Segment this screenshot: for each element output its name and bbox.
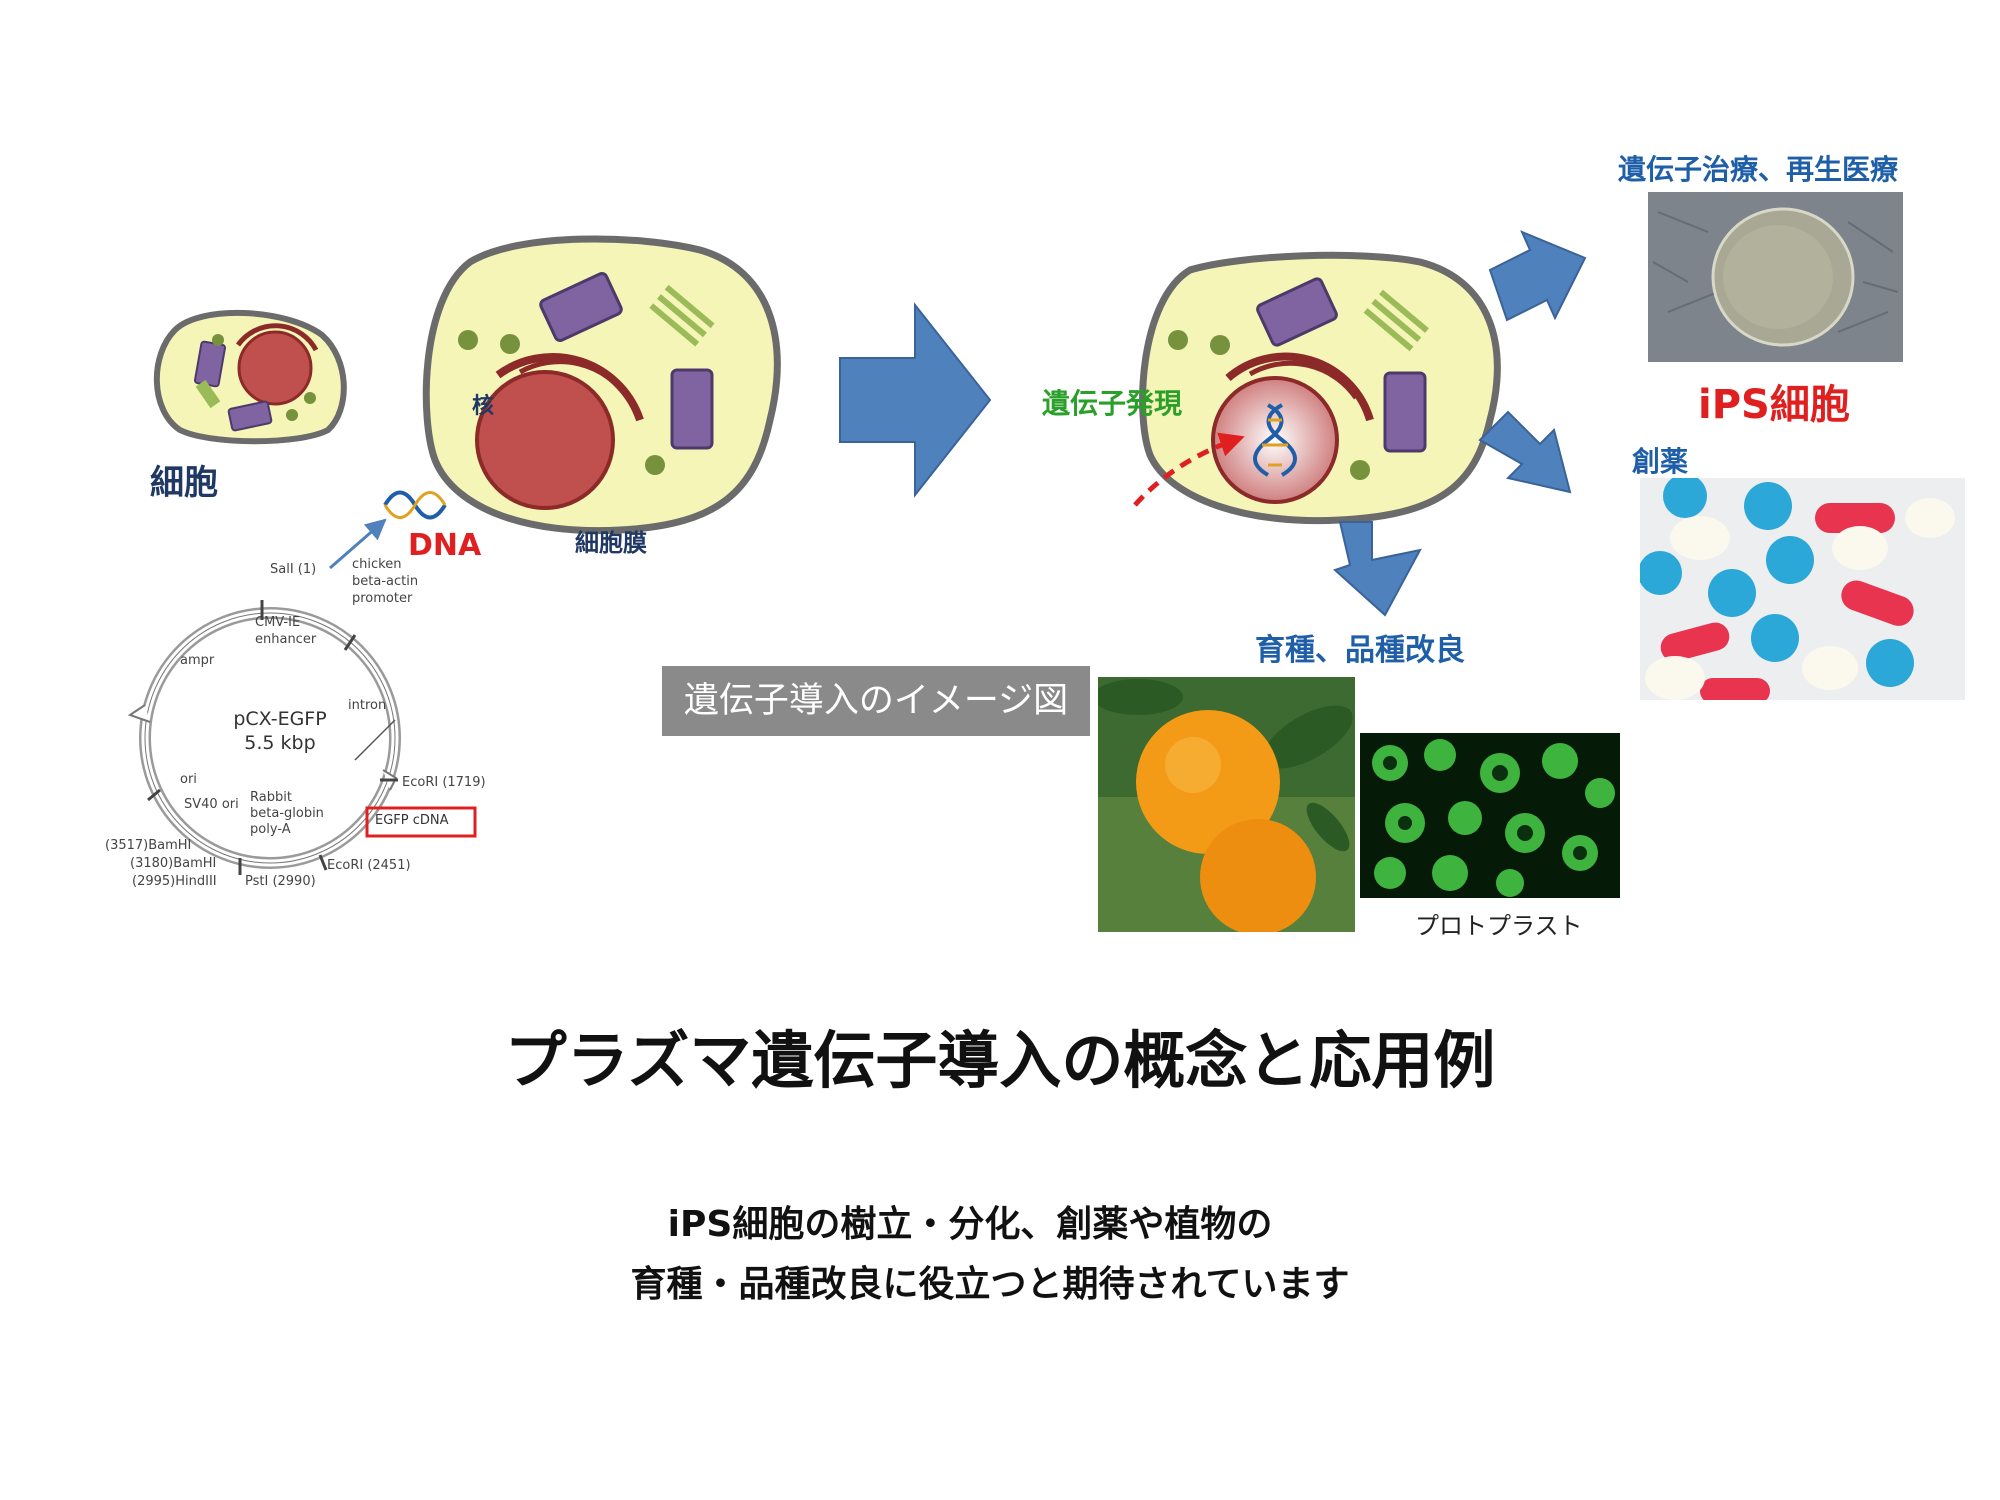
site-ecori-2: EcoRI (2451) <box>327 858 411 873</box>
site-egfp: EGFP cDNA <box>375 813 449 828</box>
dna-helix-icon <box>329 490 447 570</box>
site-polya: poly-A <box>250 822 291 837</box>
site-beta-actin: beta-actin <box>352 574 419 589</box>
image-caption: 遺伝子導入のイメージ図 <box>662 666 1090 736</box>
site-chicken: chicken <box>352 557 402 572</box>
site-bamhi-2: (3180)BamHI <box>130 856 217 871</box>
label-membrane: 細胞膜 <box>575 529 647 557</box>
main-title: プラズマ遺伝子導入の概念と応用例 <box>504 1024 1496 1097</box>
orange-fruit-photo <box>1098 677 1355 932</box>
plasmid-map <box>127 600 477 875</box>
label-cell: 細胞 <box>150 463 218 503</box>
small-cell <box>153 309 347 445</box>
site-sv40: SV40 ori <box>184 797 239 812</box>
site-rabbit: Rabbit <box>250 790 292 805</box>
subtitle-line-1: iPS細胞の樹立・分化、創薬や植物の <box>667 1204 1273 1245</box>
site-promoter: promoter <box>352 591 413 606</box>
arrow-down-right <box>1478 410 1572 494</box>
dna-in-nucleus-icon <box>1253 403 1297 477</box>
protoplast-photo <box>1360 733 1620 898</box>
label-dna: DNA <box>408 528 482 563</box>
site-hindiii: (2995)HindIII <box>132 874 217 889</box>
red-dashed-arrow <box>1133 432 1245 507</box>
arrow-down <box>1333 521 1422 617</box>
label-gene-expression: 遺伝子発現 <box>1042 387 1183 420</box>
ips-cell-photo <box>1648 192 1903 362</box>
big-right-arrow <box>839 302 992 498</box>
arrow-up-right <box>1488 230 1587 322</box>
label-nucleus: 核 <box>472 394 495 419</box>
label-breeding: 育種、品種改良 <box>1255 633 1465 668</box>
label-drug: 創薬 <box>1632 445 1689 478</box>
site-ecori-1: EcoRI (1719) <box>402 775 486 790</box>
plasmid-name: pCX-EGFP <box>233 708 327 730</box>
site-ori: ori <box>180 772 197 787</box>
site-intron: intron <box>348 698 387 713</box>
site-amp: ampr <box>180 653 215 668</box>
site-beta-globin: beta-globin <box>250 806 324 821</box>
egfp-highlight-box <box>365 806 477 838</box>
label-protoplast: プロトプラスト <box>1415 912 1583 940</box>
site-psti: PstI (2990) <box>245 874 316 889</box>
label-ips: iPS細胞 <box>1698 382 1850 428</box>
large-cell-left <box>422 235 781 535</box>
subtitle-line-2: 育種・品種改良に役立つと期待されています <box>630 1264 1350 1305</box>
site-enhancer: enhancer <box>255 632 317 647</box>
plasmid-size: 5.5 kbp <box>244 732 316 754</box>
site-cmv: CMV-IE <box>255 615 301 630</box>
drug-pills-photo <box>1640 478 1965 700</box>
site-sall: SalI (1) <box>270 562 317 577</box>
site-bamhi-1: (3517)BamHI <box>105 838 192 853</box>
label-gene-therapy: 遺伝子治療、再生医療 <box>1618 153 1899 186</box>
large-cell-right <box>1133 251 1501 525</box>
